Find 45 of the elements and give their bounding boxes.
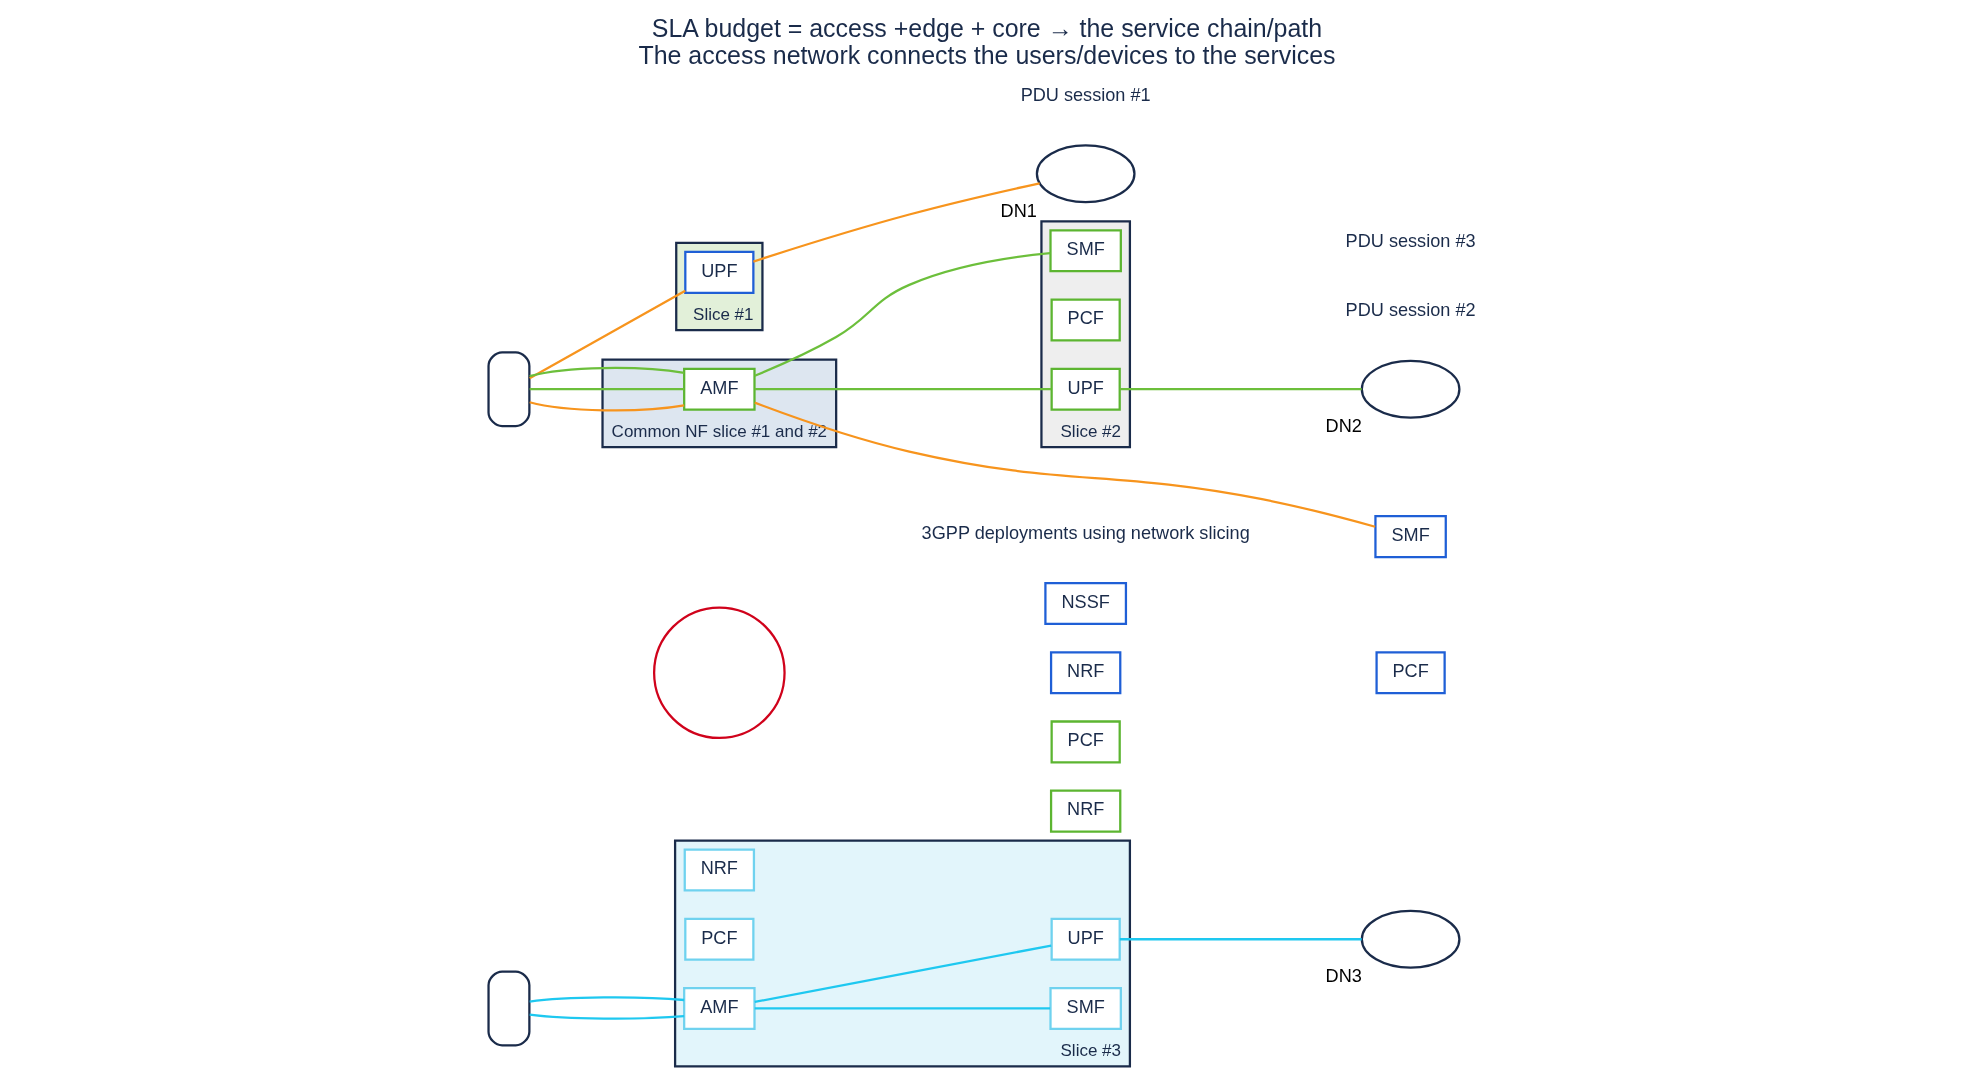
node-box: UPF: [1050, 917, 1121, 961]
connector: [753, 401, 1375, 528]
node-cloud: [1360, 359, 1460, 419]
node-label: DN3: [1325, 966, 1362, 987]
connector: [754, 388, 1051, 391]
connector: [754, 1007, 1050, 1010]
node-box: NRF: [1049, 789, 1121, 833]
node-box: AMF: [682, 986, 756, 1030]
connector: [752, 182, 1040, 263]
node-label: DN2: [1325, 416, 1362, 437]
connector: [529, 1013, 684, 1020]
diagram-title: SLA budget = access +edge + core → the service chain/path: [651, 14, 1322, 43]
node-phone: [486, 351, 530, 428]
node-box: NSSF: [1043, 582, 1127, 626]
connector: [529, 996, 684, 1003]
label: PDU session #3: [1345, 231, 1476, 252]
node-box: SMF: [1373, 515, 1447, 559]
node-label: DN1: [1000, 200, 1037, 221]
label: 3GPP deployments using network slicing: [921, 522, 1250, 543]
node-box: NRF: [683, 848, 755, 892]
connector: [528, 366, 684, 378]
connector: [754, 944, 1051, 1004]
connector: [529, 388, 684, 391]
label: PDU session #2: [1345, 300, 1476, 321]
connector: [528, 401, 684, 412]
node-box: PCF: [683, 917, 754, 961]
node-box: UPF: [1050, 367, 1121, 411]
connector: [1119, 938, 1362, 941]
node-cloud: [1360, 909, 1460, 969]
node-box: UPF: [683, 250, 754, 294]
node-phone: [486, 970, 530, 1047]
connector: [1119, 388, 1362, 391]
node-box: PCF: [1050, 720, 1121, 764]
label: PDU session #1: [1020, 84, 1151, 105]
caption: The access network connects the users/devices to the services: [637, 41, 1336, 70]
node-box: SMF: [1048, 986, 1122, 1030]
node-box: PCF: [1374, 651, 1446, 695]
node-box: PCF: [1050, 298, 1121, 342]
connector: [528, 289, 686, 380]
node-box: SMF: [1048, 229, 1122, 273]
node-box: NRF: [1049, 651, 1121, 695]
connector: [753, 252, 1050, 377]
node-cloud: [1035, 144, 1136, 204]
node-circle: [652, 606, 786, 740]
node-box: AMF: [682, 367, 756, 411]
